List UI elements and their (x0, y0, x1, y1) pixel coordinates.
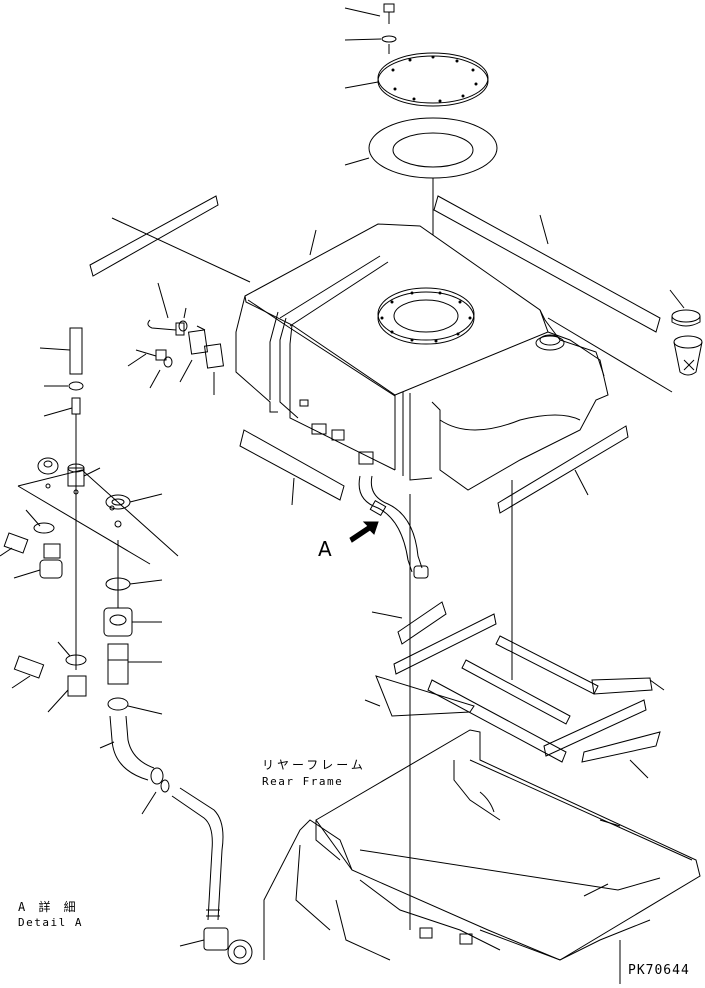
strainer (547, 317, 703, 393)
top-washer (344, 35, 397, 54)
top-bolt (344, 3, 395, 24)
detail-arrow (349, 521, 379, 543)
fuel-tank (235, 223, 609, 491)
drain-hose (358, 475, 429, 930)
detail-callout-letter: A (318, 537, 332, 561)
detail-a-parts (0, 327, 253, 965)
left-lower-strip (239, 429, 345, 506)
right-lower-strip (497, 425, 629, 514)
drawing-number: PK70644 (628, 963, 690, 978)
filler-cap (669, 289, 701, 327)
left-upper-strip (89, 195, 251, 283)
detail-a-label-jp: A 詳 細 (18, 900, 79, 914)
clamp-bolts (127, 282, 225, 395)
rear-frame-label-jp: リヤーフレーム (262, 758, 366, 772)
right-upper-strip (433, 195, 661, 333)
detail-a-label-en: Detail A (18, 916, 83, 929)
frame-pads (364, 480, 665, 779)
cover-plate (344, 52, 489, 107)
rear-frame-label-en: Rear Frame (262, 775, 344, 788)
rear-frame (263, 729, 701, 984)
